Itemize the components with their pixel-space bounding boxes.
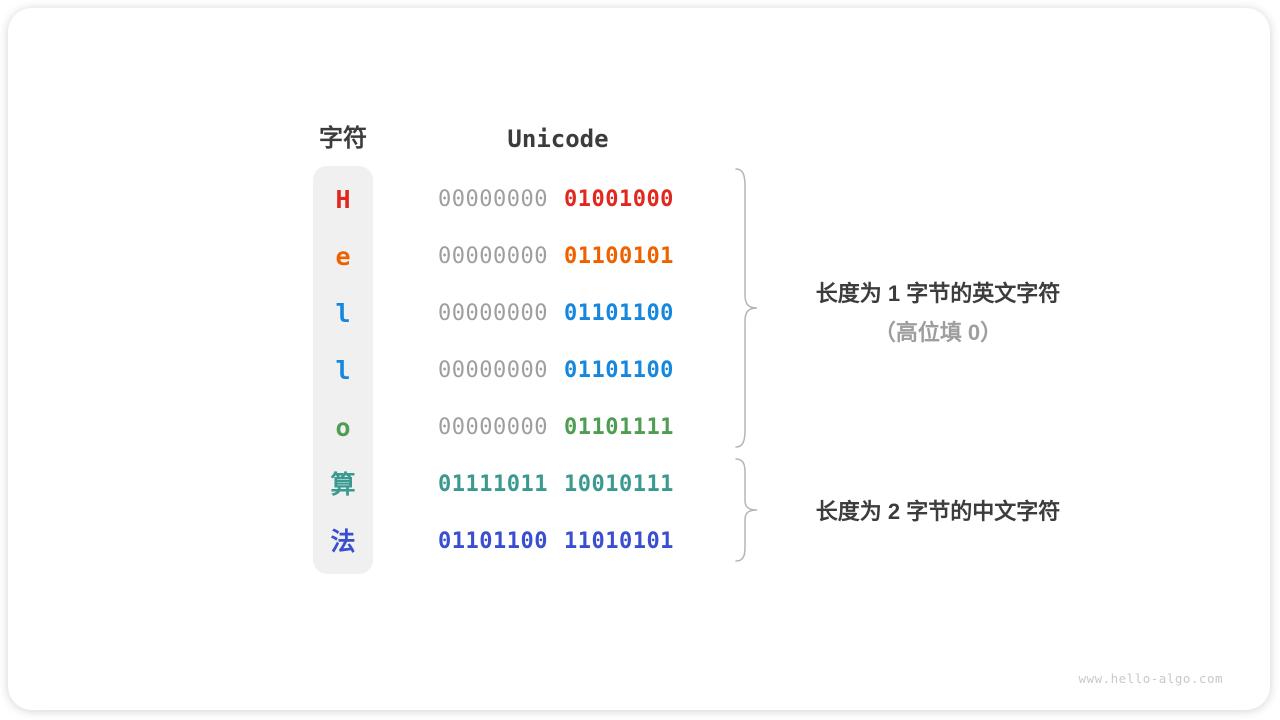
char-cell: 法: [330, 528, 356, 556]
diagram-card: 字符 Unicode H e l l o 算 法 00000000 0100100…: [8, 8, 1270, 710]
annotation-english: 长度为 1 字节的英文字符 （高位填 0）: [768, 276, 1108, 347]
byte-low: 01101100: [563, 301, 674, 326]
column-header-char: 字符: [319, 125, 367, 152]
byte-low: 01001000: [563, 187, 674, 212]
byte-high: 00000000: [438, 244, 548, 269]
byte-high: 00000000: [438, 187, 548, 212]
annotation-english-line1: 长度为 1 字节的英文字符: [815, 281, 1061, 306]
char-column-strip: [313, 166, 373, 574]
binary-row: 01101100 11010101: [438, 525, 768, 559]
byte-low: 01101111: [563, 415, 674, 440]
char-cell: l: [335, 299, 351, 328]
binary-row: 00000000 01101100: [438, 354, 768, 388]
binary-row: 00000000 01100101: [438, 240, 768, 274]
byte-low: 01100101: [563, 244, 674, 269]
brace-chinese-group: [735, 458, 758, 562]
binary-row: 00000000 01001000: [438, 183, 768, 217]
byte-high: 01101100: [438, 529, 548, 554]
brace-english-group: [735, 168, 758, 448]
byte-low: 10010111: [563, 472, 674, 497]
char-cell: 算: [330, 471, 356, 499]
byte-high: 00000000: [438, 358, 548, 383]
char-cell: o: [335, 413, 351, 442]
binary-row: 00000000 01101100: [438, 297, 768, 331]
byte-high: 01111011: [438, 472, 548, 497]
annotation-chinese: 长度为 2 字节的中文字符: [768, 494, 1108, 526]
column-header-unicode: Unicode: [507, 125, 609, 153]
byte-low: 01101100: [563, 358, 674, 383]
byte-low: 11010101: [563, 529, 674, 554]
char-cell: H: [335, 185, 351, 214]
byte-high: 00000000: [438, 301, 548, 326]
char-cell: l: [335, 356, 351, 385]
char-cell: e: [335, 242, 351, 271]
binary-row: 01111011 10010111: [438, 468, 768, 502]
annotation-english-line2: （高位填 0）: [873, 320, 1003, 345]
byte-high: 00000000: [438, 415, 548, 440]
binary-row: 00000000 01101111: [438, 411, 768, 445]
annotation-chinese-line1: 长度为 2 字节的中文字符: [815, 499, 1061, 524]
watermark: www.hello-algo.com: [1078, 671, 1223, 686]
